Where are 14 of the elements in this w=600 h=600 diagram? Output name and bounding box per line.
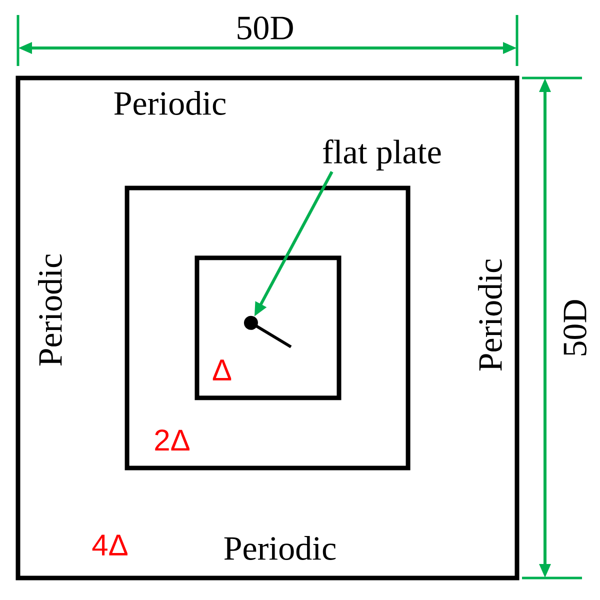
plate-label: flat plate: [323, 139, 441, 171]
grid-spacing-label: 2Δ: [155, 430, 190, 450]
boundary-label: Periodic: [224, 536, 336, 560]
grid-region-box: [194, 256, 342, 400]
grid-spacing-label: 4Δ: [92, 534, 128, 556]
plate-drawing: [244, 316, 292, 348]
boundary-label: Periodic: [38, 254, 62, 366]
boundary-label: Periodic: [114, 91, 226, 115]
dimension-label: 50D: [564, 300, 586, 356]
dimension-label: 50D: [238, 16, 293, 40]
grid-spacing-label: Δ: [212, 360, 232, 380]
grid-region-box: [16, 76, 520, 580]
grid-region-box: [124, 186, 410, 470]
boundary-label: Periodic: [478, 259, 502, 371]
